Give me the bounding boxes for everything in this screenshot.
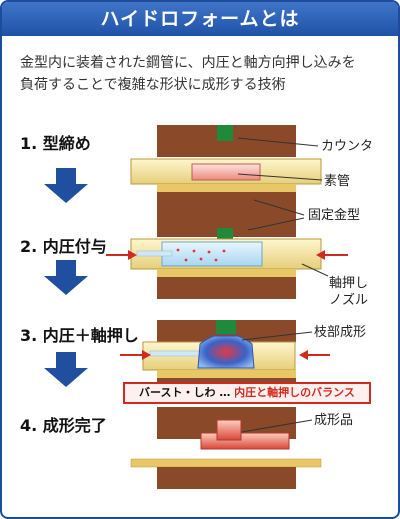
balance-burst-wrinkle: バースト・しわ …	[139, 386, 235, 399]
intro-text: 金型内に装着された鋼管に、内圧と軸方向押し込みを 負荷することで複雑な形状に成形…	[20, 52, 385, 96]
pressure-fluid	[161, 241, 263, 267]
lower-die-lip	[157, 370, 296, 378]
nozzle-leader	[301, 263, 329, 277]
counter-punch	[217, 125, 233, 141]
lower-die-lip	[130, 458, 322, 468]
counter-leader	[237, 137, 319, 147]
stage-4-forming-complete	[130, 407, 322, 489]
step-1-label: 1. 型締め	[20, 134, 91, 153]
flow-arrow-down-icon	[44, 260, 88, 295]
lower-die-lip	[157, 269, 296, 277]
product-leader	[241, 419, 313, 433]
label-counter: カウンタ	[321, 139, 374, 154]
lower-die	[157, 467, 296, 489]
left-push-arrow	[106, 250, 137, 260]
stage-2-internal-pressure	[106, 216, 348, 299]
upper-die	[157, 216, 296, 237]
intro-line-2: 負荷することで複雑な形状に成形する技術	[20, 77, 286, 93]
lower-die-lip	[157, 184, 296, 192]
nozzle-channel	[149, 350, 206, 357]
bulged-branch	[197, 335, 255, 369]
tube-leader	[237, 173, 323, 181]
step-2-label: 2. 内圧付与	[20, 237, 107, 256]
left-push-arrow	[120, 350, 151, 360]
lower-die	[157, 378, 296, 382]
right-push-arrow	[299, 350, 330, 360]
step-4-label: 4. 成形完了	[20, 416, 107, 435]
stage-1-die-clamp	[130, 125, 323, 216]
flow-arrows	[44, 168, 88, 387]
label-tube: 素管	[324, 174, 351, 189]
page-title: ハイドロフォームとは	[100, 8, 300, 30]
die-leader-2	[247, 217, 305, 231]
step-3-label: 3. 内圧＋軸押し	[20, 326, 139, 345]
intro-line-1: 金型内に装着された鋼管に、内圧と軸方向押し込みを	[20, 55, 356, 71]
pressure-droplets	[176, 248, 226, 262]
label-nozzle-line-1: 軸押し	[329, 276, 369, 291]
label-nozzle-line-2: ノズル	[329, 293, 369, 308]
lower-die	[157, 192, 296, 216]
nozzle-channel	[136, 250, 173, 257]
tube-inner	[191, 163, 261, 181]
balance-banner: バースト・しわ … 内圧と軸押しのバランス	[123, 382, 371, 404]
branch-leader	[241, 331, 313, 341]
label-product: 成形品	[314, 413, 354, 428]
label-branch-forming: 枝部成形	[314, 325, 367, 340]
label-fixed-die: 固定金型	[308, 208, 361, 223]
right-push-arrow	[316, 250, 348, 260]
header-bar	[2, 2, 398, 36]
stage-3-pressure-and-axial-push	[120, 320, 330, 382]
lower-die	[157, 277, 296, 299]
die-leader-1	[253, 199, 305, 216]
counter-punch	[217, 228, 233, 239]
formed-product	[200, 432, 290, 450]
counter-punch	[216, 320, 236, 334]
formed-branch	[216, 419, 242, 441]
flow-arrow-down-icon	[44, 168, 88, 203]
balance-pressure-push: 内圧と軸押しのバランス	[234, 386, 355, 399]
flow-arrow-down-icon	[44, 352, 88, 387]
